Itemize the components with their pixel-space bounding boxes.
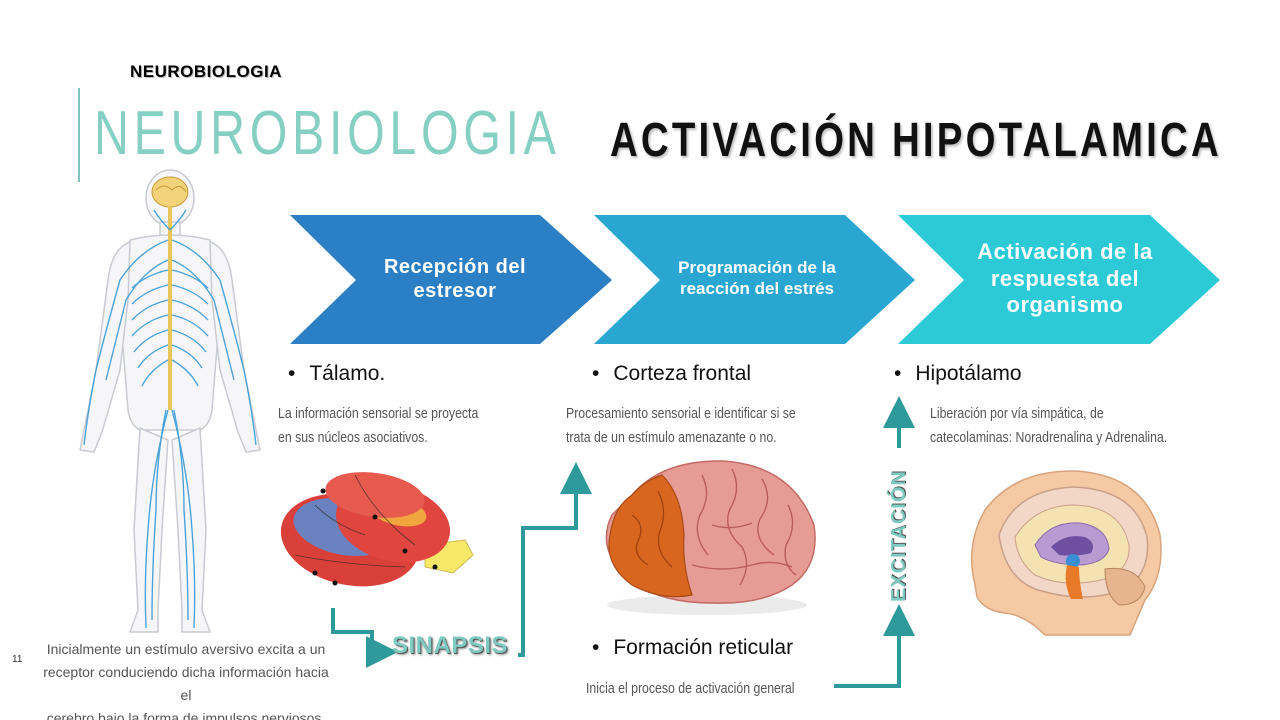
hypothalamus-illustration bbox=[970, 470, 1162, 636]
page-title: ACTIVACIÓN HIPOTALAMICA bbox=[610, 114, 1222, 167]
chevron-activation bbox=[898, 215, 1220, 344]
frontal-cortex-illustration bbox=[605, 460, 816, 615]
nervous-system-illustration bbox=[79, 169, 261, 633]
chevron-reception bbox=[290, 215, 612, 344]
chevron-label-programming: Programación de la reacción del estrés bbox=[678, 258, 836, 298]
sinapsis-label: SINAPSIS bbox=[392, 632, 509, 659]
chevron-programming bbox=[594, 215, 915, 344]
slide-subtitle: NEUROBIOLOGIA bbox=[130, 62, 282, 81]
arrow-to-sinapsis bbox=[331, 608, 398, 668]
chevron-label-reception: Recepción del estresor bbox=[383, 255, 527, 302]
bullet-talamo: Tálamo. bbox=[288, 362, 385, 386]
excitacion-label: EXCITACIÓN bbox=[888, 470, 910, 602]
bottom-note: Inicialmente un estímulo aversivo excita… bbox=[43, 641, 329, 720]
arrow-to-excitacion bbox=[834, 604, 915, 688]
accent-bar bbox=[78, 88, 80, 182]
bullet-corteza-frontal: Corteza frontal bbox=[592, 362, 751, 386]
page-number: 11 bbox=[12, 654, 23, 665]
bullet-hipotalamo: Hipotálamo bbox=[894, 362, 1021, 386]
section-title: NEUROBIOLOGIA bbox=[94, 99, 561, 168]
chevron-label-activation: Activación de la respuesta del organismo bbox=[977, 238, 1153, 318]
arrow-to-corteza bbox=[518, 462, 592, 657]
desc-formacion-reticular: Inicia el proceso de activación general bbox=[586, 680, 795, 697]
bullet-formacion-reticular: Formación reticular bbox=[592, 636, 793, 660]
thalamus-illustration bbox=[280, 472, 474, 587]
desc-corteza-frontal: Procesamiento sensorial e identificar si… bbox=[566, 405, 796, 446]
